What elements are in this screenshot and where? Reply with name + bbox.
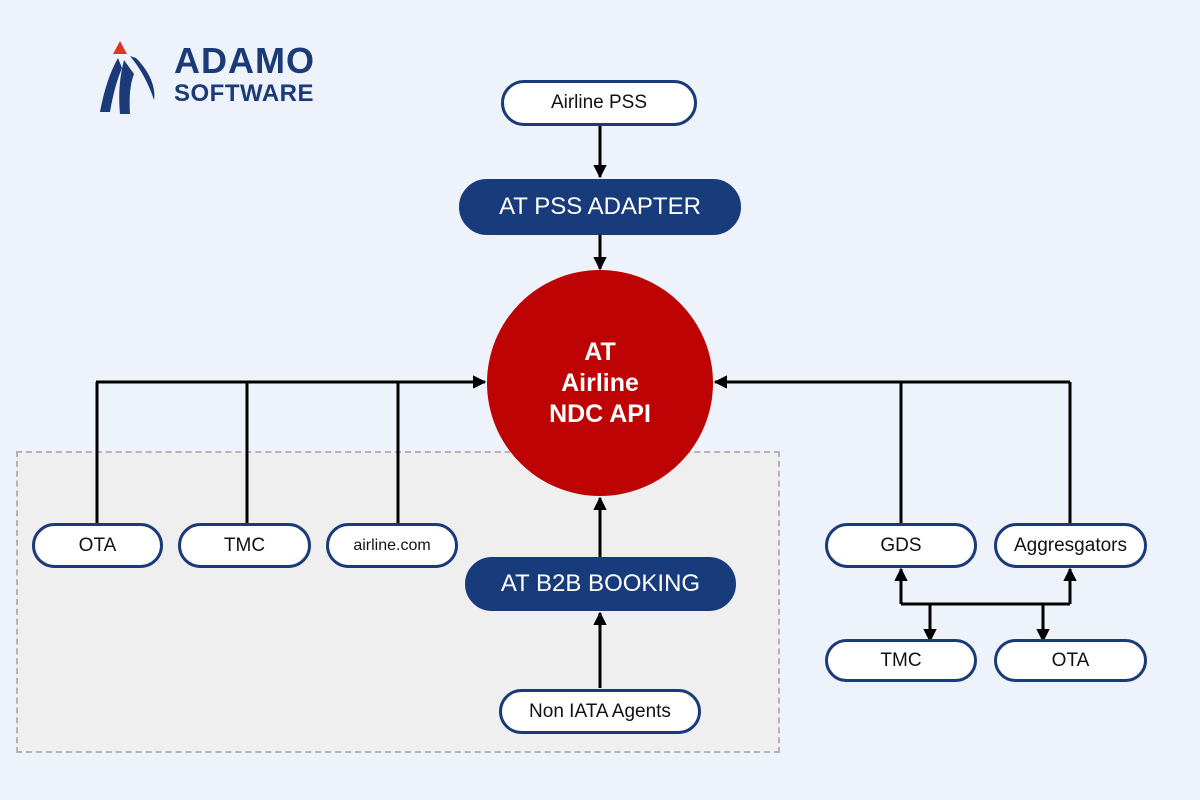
hub-line-2: Airline [561,368,639,397]
hub-line-3: NDC API [549,399,651,428]
node-ota-left: OTA [32,523,163,568]
adamo-logo: ADAMO SOFTWARE [96,38,366,118]
node-tmc-left: TMC [178,523,311,568]
node-airline-pss: Airline PSS [501,80,697,126]
node-pss-adapter: AT PSS ADAPTER [459,179,741,235]
node-ota-right: OTA [994,639,1147,682]
hub-line-1: AT [584,337,616,366]
logo-tagline: SOFTWARE [174,80,314,107]
node-airline-com: airline.com [326,523,458,568]
node-b2b-booking: AT B2B BOOKING [465,557,736,611]
node-gds: GDS [825,523,977,568]
logo-mark-icon [100,41,155,114]
hub-ndc-api: AT Airline NDC API [487,270,713,496]
node-aggregators: Aggresgators [994,523,1147,568]
logo-wordmark: ADAMO [174,40,315,81]
node-tmc-right: TMC [825,639,977,682]
node-non-iata-agents: Non IATA Agents [499,689,701,734]
